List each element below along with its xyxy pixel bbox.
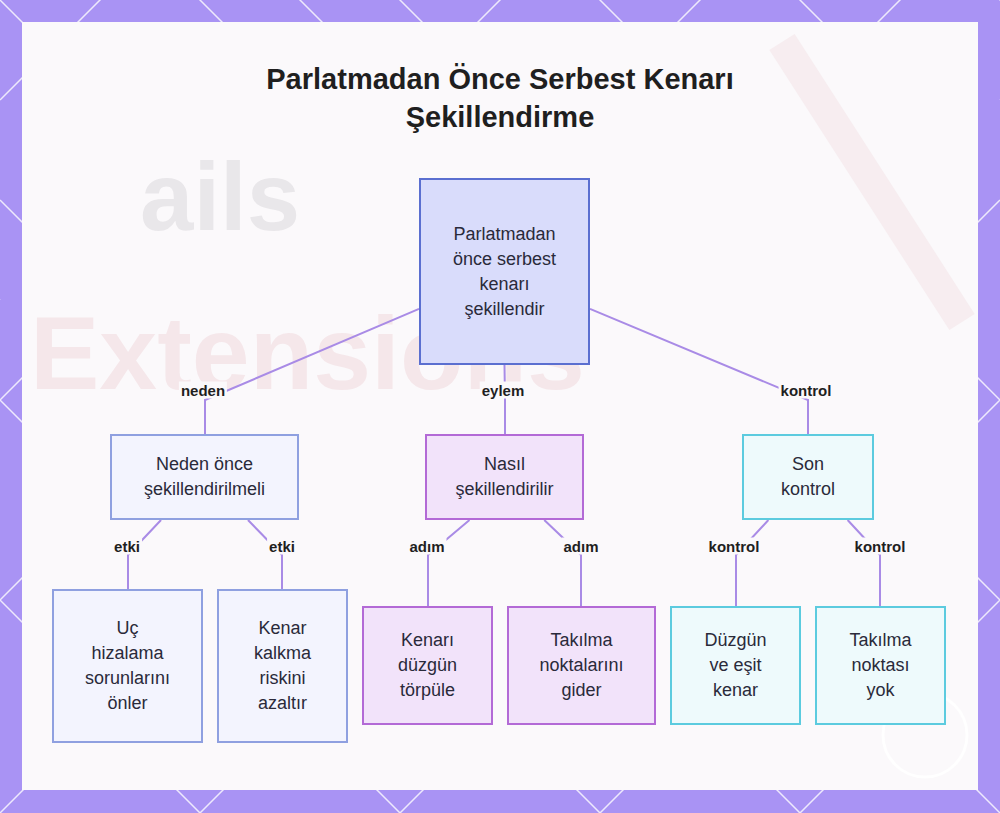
connector-line xyxy=(544,520,581,606)
node-text: Kenar kalkma riskini azaltır xyxy=(241,616,324,716)
node-text: Neden önce şekillendirilmeli xyxy=(126,452,283,502)
node-text: Kenarı düzgün törpüle xyxy=(386,628,469,703)
edge-label: kontrol xyxy=(779,382,834,399)
node-text: Uç hizalama sorunlarını önler xyxy=(78,616,177,716)
category-box: Neden önce şekillendirilmeli xyxy=(110,434,299,520)
category-box: Son kontrol xyxy=(742,434,874,520)
leaf-box: Kenar kalkma riskini azaltır xyxy=(217,589,348,743)
connector-line xyxy=(848,520,880,606)
connector-line xyxy=(428,520,470,606)
node-text: Takılma noktası yok xyxy=(839,628,922,703)
node-text: Takılma noktalarını gider xyxy=(533,628,630,703)
connector-line xyxy=(248,520,282,589)
connector-line xyxy=(128,520,161,589)
leaf-box: Kenarı düzgün törpüle xyxy=(362,606,493,725)
edge-label: eylem xyxy=(480,382,527,399)
leaf-box: Takılma noktası yok xyxy=(815,606,946,725)
connector-line xyxy=(205,309,419,434)
node-text: Nasıl şekillendirilir xyxy=(441,452,568,502)
edge-label: neden xyxy=(179,382,227,399)
connector-line xyxy=(590,309,808,434)
edge-label: kontrol xyxy=(853,538,908,555)
leaf-box: Düzgün ve eşit kenar xyxy=(670,606,801,725)
watermark-text: ails xyxy=(140,142,300,252)
node-text: Düzgün ve eşit kenar xyxy=(698,628,773,703)
edge-label: adım xyxy=(561,538,600,555)
diagram-title: Parlatmadan Önce Serbest Kenarı Şekillen… xyxy=(200,60,800,136)
leaf-box: Uç hizalama sorunlarını önler xyxy=(52,589,203,743)
root-box: Parlatmadan önce serbest kenarı şekillen… xyxy=(419,178,590,365)
edge-label: adım xyxy=(407,538,446,555)
connector-line xyxy=(504,365,506,434)
connector-line xyxy=(736,520,768,606)
edge-label: etki xyxy=(267,538,297,555)
leaf-box: Takılma noktalarını gider xyxy=(507,606,656,725)
node-text: Son kontrol xyxy=(768,452,848,502)
category-box: Nasıl şekillendirilir xyxy=(425,434,584,520)
edge-label: etki xyxy=(112,538,142,555)
edge-label: kontrol xyxy=(707,538,762,555)
node-text: Parlatmadan önce serbest kenarı şekillen… xyxy=(451,222,558,322)
